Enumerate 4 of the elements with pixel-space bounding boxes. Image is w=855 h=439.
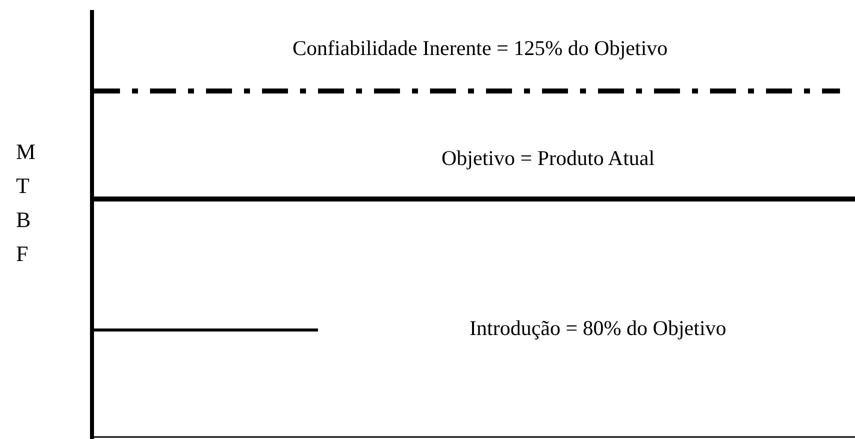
- axis-label: MTBF: [16, 138, 37, 268]
- level-label: Introdução = 80% do Objetivo: [470, 316, 726, 341]
- level-label: Confiabilidade Inerente = 125% do Objetivo: [292, 36, 668, 61]
- level-label: Objetivo = Produto Atual: [442, 146, 655, 171]
